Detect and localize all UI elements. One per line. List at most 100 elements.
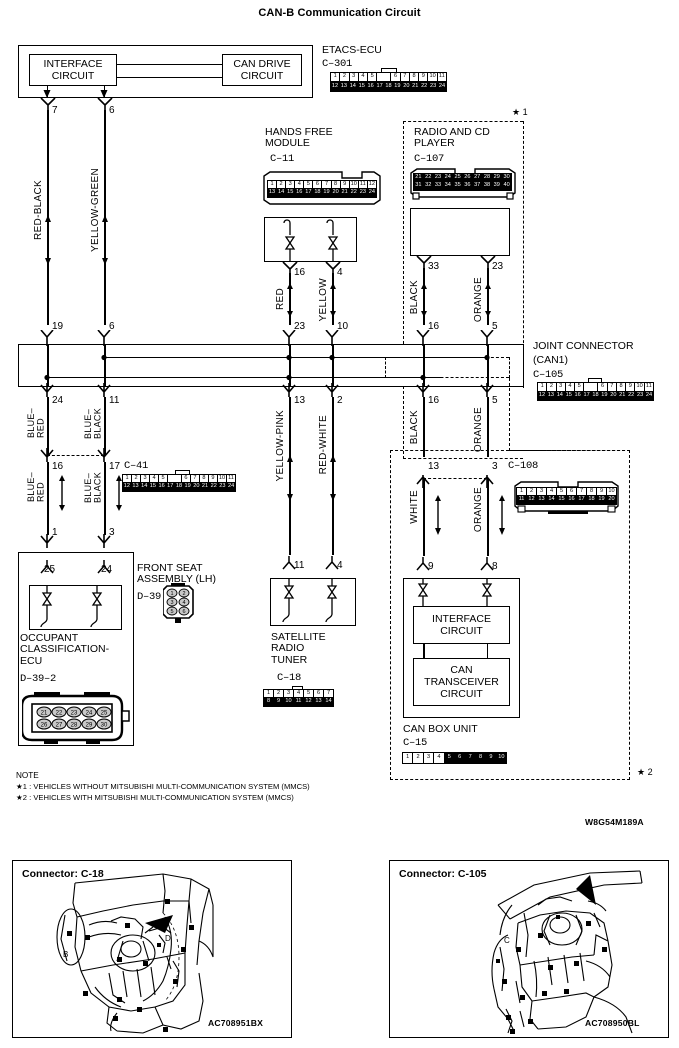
joint-stub-3 bbox=[289, 344, 291, 387]
pin-cell: 23 bbox=[358, 189, 368, 197]
svg-text:4: 4 bbox=[182, 600, 185, 606]
joint-busbar-upper bbox=[104, 357, 489, 359]
pin-cell: 21 bbox=[340, 189, 350, 197]
pin-cell: 3 bbox=[284, 690, 294, 698]
svg-text:21: 21 bbox=[41, 711, 48, 717]
joint-out-arrowheads bbox=[40, 383, 494, 397]
joint-dashed-left bbox=[385, 357, 386, 378]
pin-cell: 17 bbox=[582, 391, 592, 400]
pin-cell: 24 bbox=[367, 189, 376, 197]
pin-cell: 9 bbox=[486, 753, 497, 763]
pin-cell: 6 bbox=[181, 475, 191, 483]
pin-cell: 24 bbox=[227, 483, 235, 491]
wire-label-blue-black-2: BLUE–BLACK bbox=[83, 472, 103, 504]
photo-illustration-c18: BD bbox=[56, 873, 214, 1034]
bidir-arrow-red-white bbox=[330, 455, 336, 501]
etacs-pin-symbols bbox=[40, 98, 113, 112]
pin-cell: 22 bbox=[349, 189, 359, 197]
bidir-arrow-white bbox=[435, 495, 441, 535]
radio-cd-connector-id: C–107 bbox=[414, 153, 445, 165]
front-seat-connector-id: D–39 bbox=[137, 591, 162, 603]
joint-in-arrowheads bbox=[40, 330, 494, 346]
pin-cell: 2 bbox=[132, 475, 142, 483]
pin-cell: 2 bbox=[527, 488, 537, 496]
c108-connector-id: C–108 bbox=[508, 460, 539, 472]
pin-label-joint-in-23: 23 bbox=[294, 321, 306, 332]
pin-label-hf-4: 4 bbox=[337, 267, 343, 278]
star-marker-2: ★ 2 bbox=[637, 767, 653, 777]
bidir-arrow-red bbox=[287, 283, 293, 317]
joint-dashed-top bbox=[385, 357, 509, 358]
pin-cell: 3 bbox=[556, 383, 566, 392]
pin-cell: 19 bbox=[600, 391, 610, 400]
wire-label-blue-red-1: BLUE–RED bbox=[26, 408, 46, 439]
pin-label-sat-4: 4 bbox=[337, 560, 343, 571]
pin-cell: 21 bbox=[201, 483, 210, 491]
pin-cell: 14 bbox=[348, 82, 358, 91]
pin-cell: 5 bbox=[444, 753, 456, 763]
pin-cell: 19 bbox=[393, 82, 403, 91]
svg-text:24: 24 bbox=[86, 711, 93, 717]
wire-label-orange-lower: ORANGE bbox=[473, 407, 484, 453]
c108-dashed-link bbox=[423, 478, 487, 479]
pin-label-joint-out-24: 24 bbox=[52, 395, 64, 406]
photo-code-c105: AC708950BL bbox=[585, 1018, 640, 1028]
wire-orange-lower bbox=[487, 397, 489, 457]
joint-stub-2 bbox=[104, 344, 106, 387]
pin-cell: 22 bbox=[209, 483, 219, 491]
pin-cell: 12 bbox=[304, 698, 314, 706]
pin-cell: 15 bbox=[564, 391, 574, 400]
pin-cell: 21 bbox=[618, 391, 628, 400]
pin-label-etacs-6: 6 bbox=[109, 105, 115, 116]
star-marker-1: ★ 1 bbox=[512, 107, 528, 117]
pin-cell: 15 bbox=[357, 82, 367, 91]
joint-stub-1 bbox=[47, 344, 49, 387]
pin-cell: 22 bbox=[420, 82, 430, 91]
wire-white-canbox bbox=[423, 478, 425, 556]
pin-cell: 17 bbox=[577, 496, 587, 504]
pin-cell: 8 bbox=[199, 475, 209, 483]
bidir-arrow-black-radio bbox=[421, 283, 427, 317]
pin-cell: 16 bbox=[567, 496, 577, 504]
connector-pictorial-d39[interactable]: 1 2 3 4 5 6 bbox=[163, 583, 197, 623]
pin-cell: 40 bbox=[502, 182, 511, 190]
pin-cell: 23 bbox=[218, 483, 228, 491]
pin-label-joint-out-5: 5 bbox=[492, 395, 498, 406]
pin-cell: 8 bbox=[409, 73, 420, 82]
joint-connector-box bbox=[18, 344, 524, 387]
pin-cell: 32 bbox=[423, 182, 434, 190]
pin-label-canbox-8: 8 bbox=[492, 561, 498, 572]
pin-label-joint-in-10: 10 bbox=[337, 321, 349, 332]
note-heading: NOTE bbox=[16, 771, 39, 780]
pin-cell: 38 bbox=[482, 182, 493, 190]
pin-cell: 13 bbox=[339, 82, 349, 91]
svg-text:29: 29 bbox=[86, 723, 93, 729]
pin-cell: 16 bbox=[366, 82, 376, 91]
pin-cell: 12 bbox=[123, 483, 132, 491]
svg-text:30: 30 bbox=[101, 723, 108, 729]
svg-text:22: 22 bbox=[56, 711, 63, 717]
pin-cell: 11 bbox=[644, 383, 653, 392]
connector-pictorial-d392[interactable]: 21 22 23 24 25 26 27 28 29 30 bbox=[22, 692, 130, 744]
pin-cell: 5 bbox=[368, 73, 378, 82]
canbox-pin-symbols bbox=[416, 557, 494, 571]
pin-cell: 5 bbox=[304, 181, 314, 189]
pin-label-sat-11: 11 bbox=[294, 560, 305, 571]
hands-free-connector-id: C–11 bbox=[270, 153, 295, 165]
